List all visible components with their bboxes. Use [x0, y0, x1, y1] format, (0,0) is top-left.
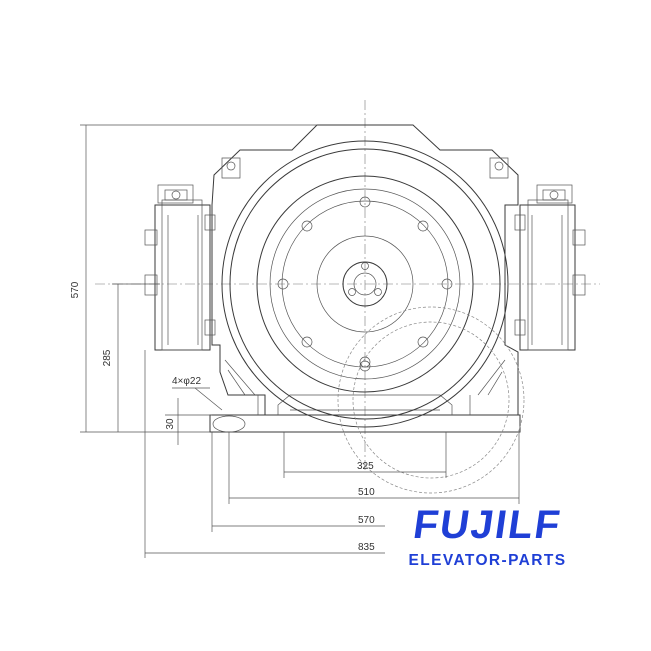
dim-width-835: 835 — [358, 542, 375, 553]
dim-base-thickness: 30 — [165, 418, 176, 430]
dim-total-height: 570 — [70, 281, 81, 298]
brand-name: FUJILF — [410, 503, 565, 547]
bolt-hole — [301, 220, 313, 232]
bolt-hole — [441, 278, 453, 290]
left-ribs — [224, 359, 506, 396]
hub-bolts — [348, 262, 382, 296]
bolt-hole — [301, 336, 313, 348]
center-lines — [95, 100, 600, 470]
bolt-hole — [359, 196, 371, 208]
dim-width-325: 325 — [357, 461, 374, 472]
horizontal-dimensions — [144, 350, 520, 558]
left-brake — [144, 184, 216, 351]
brand-tagline: ELEVATOR-PARTS — [408, 552, 567, 569]
bolt-hole — [417, 220, 429, 232]
traction-sheave — [221, 140, 509, 428]
ghost-sheave — [337, 306, 525, 494]
vertical-dimensions — [80, 124, 317, 445]
dim-holes: 4×φ22 — [172, 376, 201, 387]
dim-width-570: 570 — [358, 515, 375, 526]
bolt-circle — [277, 196, 453, 372]
bolt-hole — [277, 278, 289, 290]
bolt-hole — [417, 336, 429, 348]
bolt-hole — [359, 360, 371, 372]
brand-logo: FUJILF ELEVATOR-PARTS — [385, 503, 590, 570]
dim-width-510: 510 — [358, 487, 375, 498]
dim-center-height: 285 — [102, 349, 113, 366]
right-brake — [514, 184, 586, 351]
